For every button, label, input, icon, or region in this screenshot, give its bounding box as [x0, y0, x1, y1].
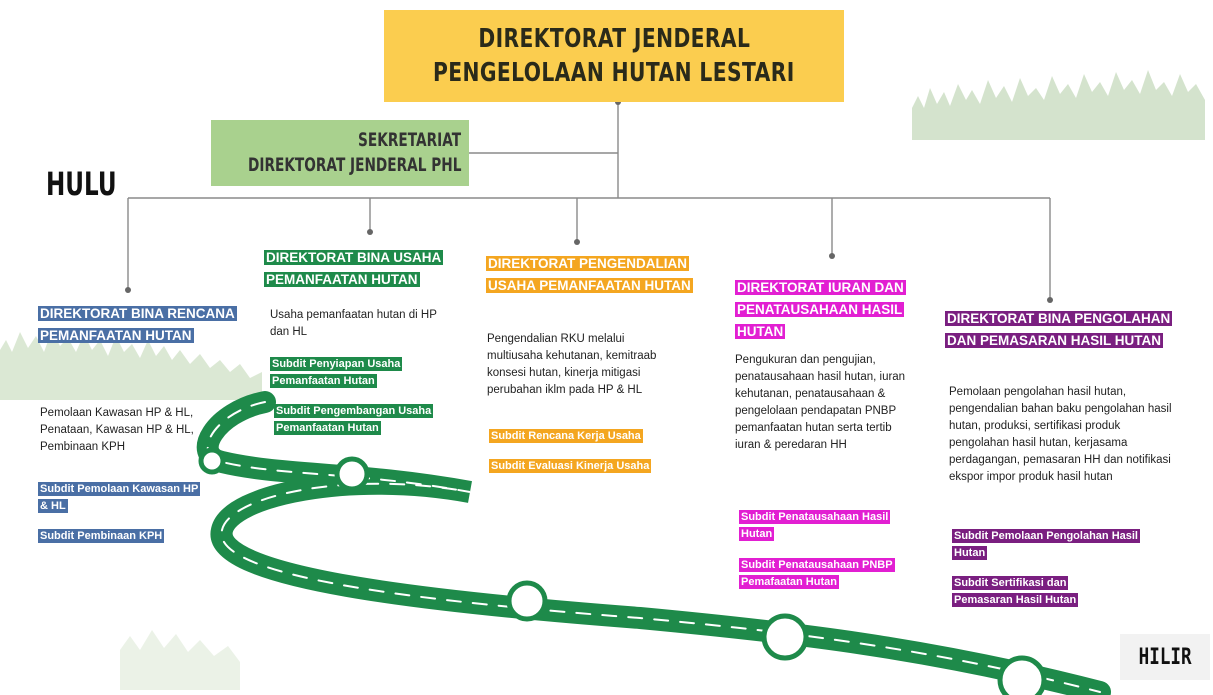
title-line-1: DIREKTORAT JENDERAL	[478, 24, 750, 54]
bupm-description: Usaha pemanfaatan hutan di HP dan HL	[270, 309, 437, 338]
title-box: DIREKTORAT JENDERAL PENGELOLAAN HUTAN LE…	[384, 10, 844, 102]
hilir-box: HILIR	[1120, 634, 1210, 680]
pupm-subdit-1: Subdit Rencana Kerja Usaha	[489, 428, 689, 445]
pupm-subdit-1-text: Subdit Rencana Kerja Usaha	[489, 429, 643, 443]
secretariat-line-2: DIREKTORAT JENDERAL PHL	[247, 154, 461, 176]
bpphh-description: Pemolaan pengolahan hasil hutan, pengend…	[949, 386, 1172, 483]
iphh-header-text: DIREKTORAT IURAN DAN PENATAUSAHAAN HASIL…	[735, 280, 906, 339]
bupm-subdit-2-text: Subdit Pengembangan Usaha Pemanfaatan Hu…	[274, 404, 434, 435]
org-connectors	[127, 102, 1051, 300]
secretariat-box: SEKRETARIAT DIREKTORAT JENDERAL PHL	[211, 120, 469, 186]
bpphh-header-text: DIREKTORAT BINA PENGOLAHAN DAN PEMASARAN…	[945, 311, 1173, 348]
bpphh-subdit-1-text: Subdit Pemolaan Pengolahan Hasil Hutan	[952, 529, 1140, 560]
bpphh-subdit-2: Subdit Sertifikasi dan Pemasaran Hasil H…	[952, 575, 1112, 609]
iphh-subdit-2: Subdit Penatausahaan PNBP Pemafaatan Hut…	[739, 557, 929, 591]
hulu-label: HULU	[46, 165, 117, 203]
iphh-header: DIREKTORAT IURAN DAN PENATAUSAHAAN HASIL…	[735, 277, 930, 343]
iphh-subdit-2-text: Subdit Penatausahaan PNBP Pemafaatan Hut…	[739, 558, 895, 589]
brpm-subdit-2: Subdit Pembinaan KPH	[38, 528, 208, 545]
forest-bottom-left-decoration	[120, 630, 240, 690]
bupm-subdit-1: Subdit Penyiapan Usaha Pemanfaatan Hutan	[270, 356, 435, 390]
pupm-description: Pengendalian RKU melalui multiusaha kehu…	[487, 333, 657, 396]
brpm-subdit-1-text: Subdit Pemolaan Kawasan HP & HL	[38, 482, 201, 513]
iphh-description: Pengukuran dan pengujian, penatausahaan …	[735, 354, 906, 451]
bpphh-subdit-2-text: Subdit Sertifikasi dan Pemasaran Hasil H…	[952, 576, 1079, 607]
bupm-subdit-2: Subdit Pengembangan Usaha Pemanfaatan Hu…	[274, 403, 449, 437]
bupm-header: DIREKTORAT BINA USAHA PEMANFAATAN HUTAN	[264, 247, 469, 291]
pupm-header: DIREKTORAT PENGENDALIAN USAHA PEMANFAATA…	[486, 253, 711, 297]
road-milestones	[198, 447, 1047, 695]
brpm-header: DIREKTORAT BINA RENCANA PEMANFAATAN HUTA…	[38, 303, 248, 347]
iphh-subdit-1-text: Subdit Penatausahaan Hasil Hutan	[739, 510, 891, 541]
brpm-description: Pemolaan Kawasan HP & HL, Penataan, Kawa…	[40, 407, 194, 453]
secretariat-line-1: SEKRETARIAT	[357, 129, 461, 151]
forest-left-decoration	[0, 330, 262, 400]
bpphh-header: DIREKTORAT BINA PENGOLAHAN DAN PEMASARAN…	[945, 308, 1200, 352]
brpm-header-text: DIREKTORAT BINA RENCANA PEMANFAATAN HUTA…	[38, 306, 237, 343]
brpm-subdit-2-text: Subdit Pembinaan KPH	[38, 529, 165, 543]
brpm-subdit-1: Subdit Pemolaan Kawasan HP & HL	[38, 481, 208, 515]
pupm-subdit-2: Subdit Evaluasi Kinerja Usaha	[489, 458, 689, 475]
pupm-header-text: DIREKTORAT PENGENDALIAN USAHA PEMANFAATA…	[486, 256, 693, 293]
bpphh-subdit-1: Subdit Pemolaan Pengolahan Hasil Hutan	[952, 528, 1152, 562]
iphh-subdit-1: Subdit Penatausahaan Hasil Hutan	[739, 509, 924, 543]
bupm-header-text: DIREKTORAT BINA USAHA PEMANFAATAN HUTAN	[264, 250, 444, 287]
hilir-label: HILIR	[1138, 644, 1192, 670]
pupm-subdit-2-text: Subdit Evaluasi Kinerja Usaha	[489, 459, 652, 473]
bupm-subdit-1-text: Subdit Penyiapan Usaha Pemanfaatan Hutan	[270, 357, 403, 388]
title-line-2: PENGELOLAAN HUTAN LESTARI	[433, 58, 795, 88]
forest-top-right-decoration	[912, 70, 1205, 140]
